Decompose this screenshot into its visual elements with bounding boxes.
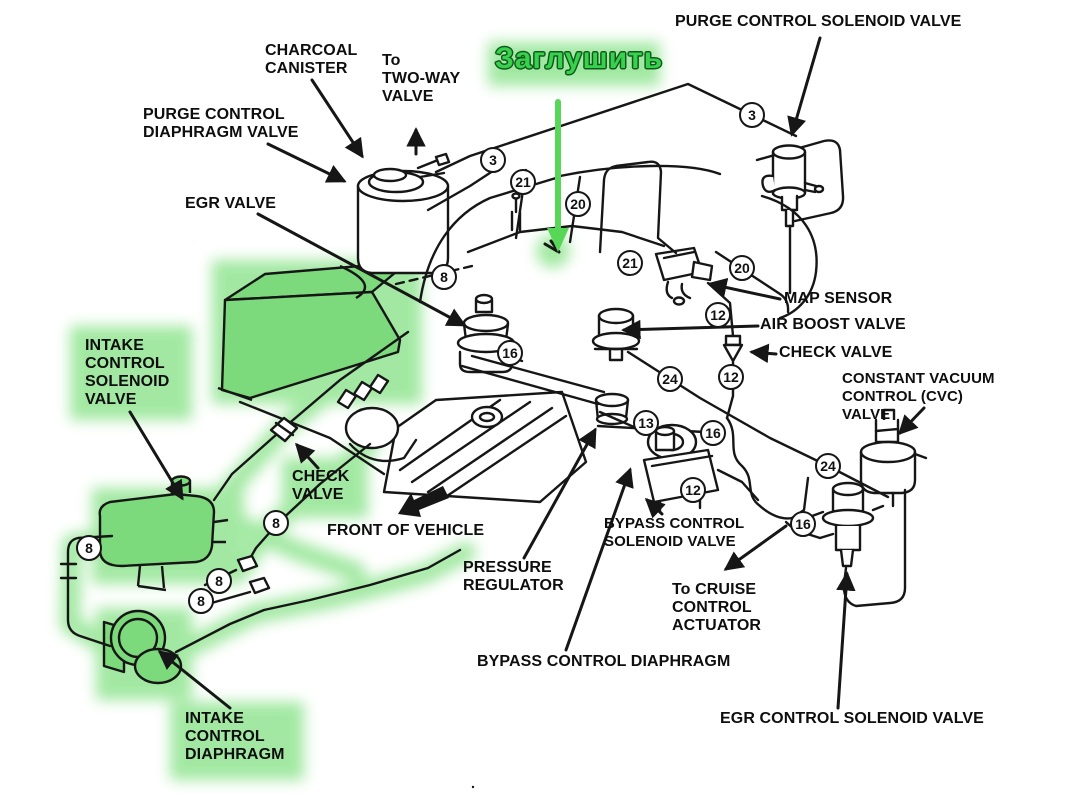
hose-number-badge: 21 xyxy=(617,250,643,276)
map-sensor-drawing xyxy=(654,246,714,306)
egr-control-solenoid-valve-drawing xyxy=(784,481,885,568)
hose-number-badge: 16 xyxy=(497,340,523,366)
label-to-cruise-control-actuator: To CRUISE CONTROL ACTUATOR xyxy=(672,581,762,634)
label-intake-control-solenoid-valve: INTAKE CONTROL SOLENOID VALVE xyxy=(85,337,170,408)
highlighted-components xyxy=(98,260,410,685)
label-pressure-regulator: PRESSURE REGULATOR xyxy=(463,559,564,594)
hose-number-badge: 24 xyxy=(657,366,683,392)
hose-number-badge: 16 xyxy=(700,420,726,446)
label-bypass-control-diaphragm: BYPASS CONTROL DIAPHRAGM xyxy=(477,653,731,670)
air-boost-valve-drawing xyxy=(591,307,641,362)
label-to-two-way-valve: To TWO-WAY VALVE xyxy=(382,52,461,105)
hose-number-badge: 12 xyxy=(705,302,731,328)
hose-number-badge: 20 xyxy=(565,191,591,217)
hose-number-badge: 13 xyxy=(633,410,659,436)
label-air-boost-valve: AIR BOOST VALVE xyxy=(760,316,906,333)
hose-number-badge: 24 xyxy=(815,453,841,479)
label-egr-control-solenoid-valve: EGR CONTROL SOLENOID VALVE xyxy=(720,710,984,727)
hose-number-badge: 8 xyxy=(76,535,102,561)
label-check-valve-left: CHECK VALVE xyxy=(292,468,350,503)
cvc-valve-drawing xyxy=(859,408,928,508)
hose-number-badge: 12 xyxy=(680,477,706,503)
charcoal-canister-drawing xyxy=(356,152,451,275)
distributor-drawing xyxy=(336,373,418,463)
label-intake-control-diaphragm: INTAKE CONTROL DIAPHRAGM xyxy=(185,710,285,763)
hose-number-badge: 8 xyxy=(188,588,214,614)
plug-annotation-arrow xyxy=(547,99,569,252)
label-arrows xyxy=(128,36,926,710)
hose-number-badge: 21 xyxy=(510,169,536,195)
hose-number-badge: 8 xyxy=(431,264,457,290)
label-constant-vacuum-control-valve: CONSTANT VACUUM CONTROL (CVC) VALVE xyxy=(842,370,995,423)
plug-annotation-text: Заглушить xyxy=(495,42,664,75)
hose-number-badge: 3 xyxy=(739,102,765,128)
check-valve-right-drawing xyxy=(722,334,744,363)
check-valve-left-drawing xyxy=(269,416,299,443)
hose-number-badge: 8 xyxy=(206,568,232,594)
label-map-sensor: MAP SENSOR xyxy=(784,290,893,307)
hose-number-badge: 3 xyxy=(480,147,506,173)
label-purge-control-solenoid-valve: PURGE CONTROL SOLENOID VALVE xyxy=(675,13,962,30)
hose-number-badge: 20 xyxy=(729,255,755,281)
label-front-of-vehicle: FRONT OF VEHICLE xyxy=(327,522,485,539)
label-purge-control-diaphragm-valve: PURGE CONTROL DIAPHRAGM VALVE xyxy=(143,106,299,141)
hose-number-badge: 8 xyxy=(263,510,289,536)
label-bypass-control-solenoid-valve: BYPASS CONTROL SOLENOID VALVE xyxy=(604,515,745,550)
valve-cover-drawing xyxy=(382,390,588,504)
front-of-vehicle-arrow xyxy=(398,486,449,517)
hose-number-badge: 12 xyxy=(718,364,744,390)
purge-control-solenoid-valve-drawing xyxy=(714,139,845,314)
label-check-valve-right: CHECK VALVE xyxy=(779,344,893,361)
hose-number-badge: 16 xyxy=(790,511,816,537)
label-charcoal-canister: CHARCOAL CANISTER xyxy=(265,42,358,77)
label-egr-valve: EGR VALVE xyxy=(185,195,276,212)
